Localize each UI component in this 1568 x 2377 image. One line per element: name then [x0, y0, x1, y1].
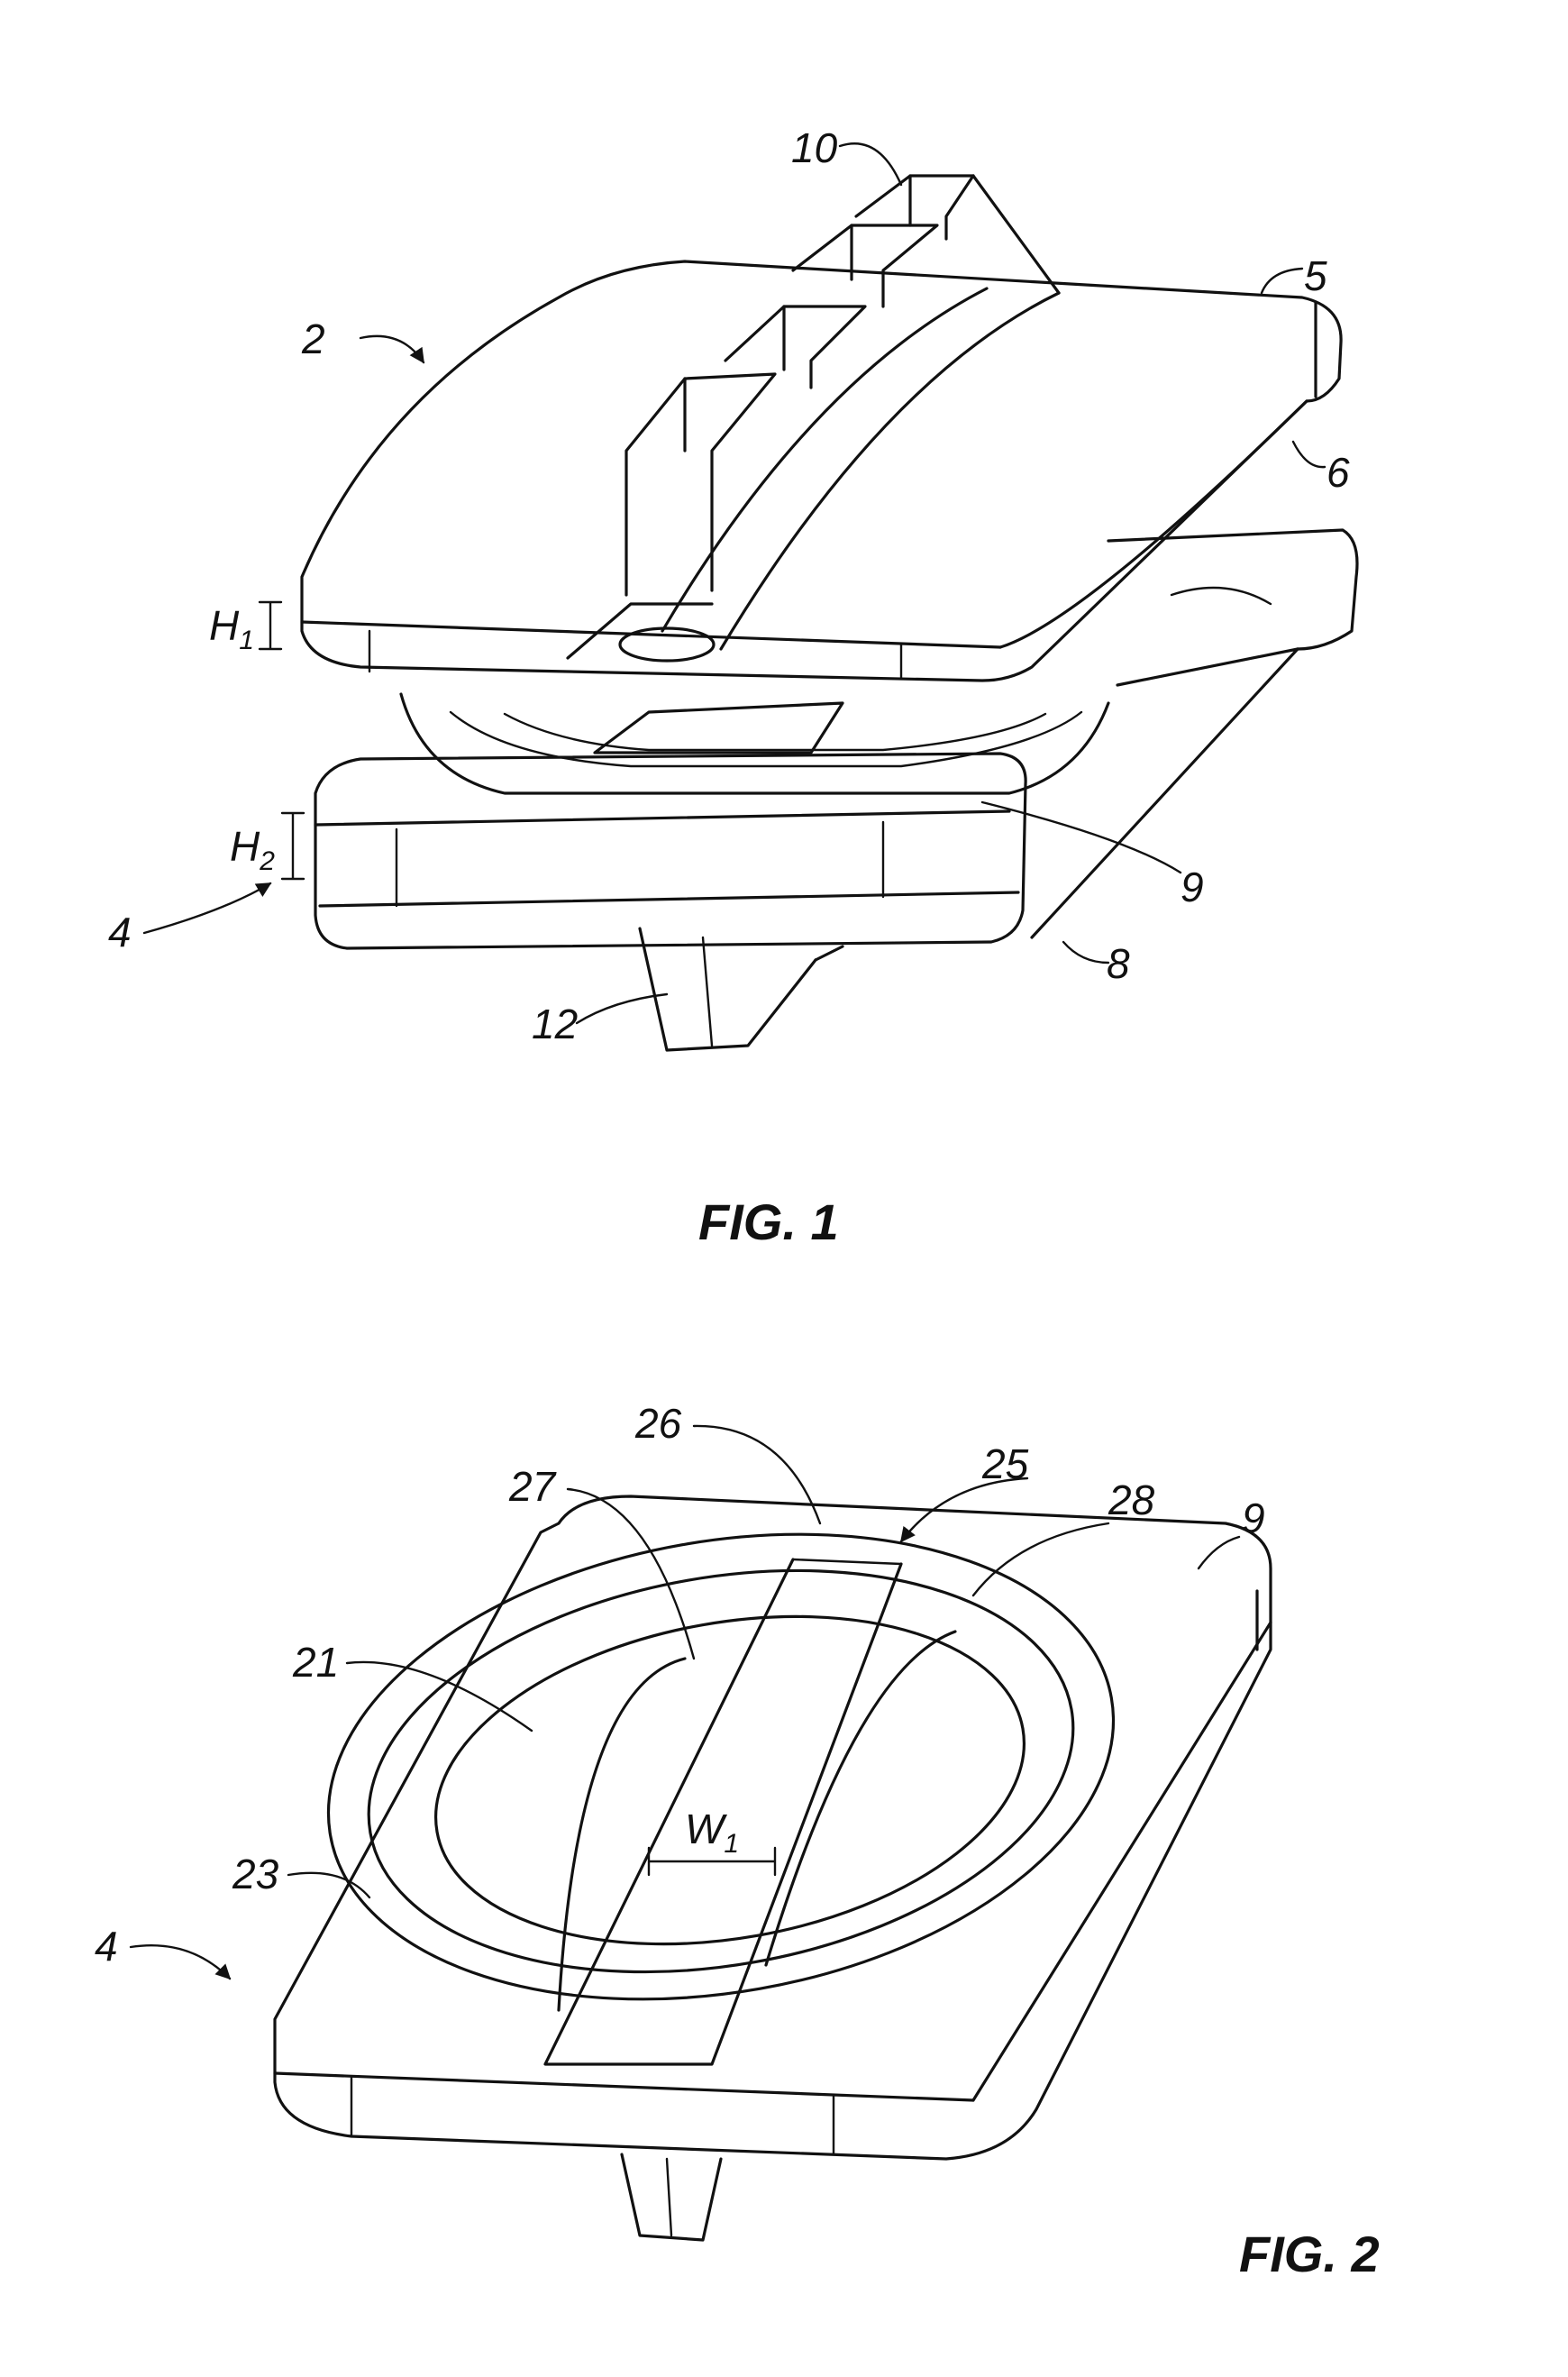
- fig1-caption: FIG. 1: [698, 1193, 839, 1250]
- leader-9-fig2: [1199, 1537, 1239, 1568]
- leader-6: [1293, 442, 1325, 467]
- ref-23-label: 23: [232, 1851, 279, 1897]
- leader-27: [568, 1489, 694, 1659]
- h2-dimension: [282, 813, 304, 879]
- figure-1: 10 2 5 6 9 8 12 4 H1 H2 FIG. 1: [108, 124, 1357, 1250]
- h1-dimension: [260, 602, 281, 649]
- ref-12-label: 12: [532, 1001, 578, 1047]
- ref-5-label: 5: [1304, 252, 1327, 299]
- ref-21-label: 21: [292, 1639, 339, 1686]
- leader-2: [360, 336, 424, 362]
- h1-main: H: [209, 602, 240, 649]
- ref-9-label-fig2: 9: [1242, 1495, 1265, 1541]
- w1-main: W: [685, 1806, 728, 1852]
- h2-main: H: [230, 823, 260, 870]
- ref-26-label: 26: [634, 1400, 682, 1447]
- leader-4-fig2: [131, 1945, 230, 1979]
- upper-endplate-drawing: [302, 176, 1341, 681]
- ref-27-label: 27: [508, 1463, 557, 1510]
- fig1-leaders: [144, 143, 1325, 1023]
- lower-endplate-top-view: [275, 1476, 1271, 2240]
- ref-8-label: 8: [1107, 940, 1130, 987]
- leader-5: [1262, 269, 1302, 293]
- leader-4-fig1: [144, 883, 270, 933]
- h2-label: H2: [230, 823, 275, 876]
- leader-8: [1063, 942, 1108, 963]
- leader-26: [694, 1426, 820, 1523]
- lower-keel-drawing: [640, 928, 843, 1050]
- ref-9-label: 9: [1181, 864, 1204, 910]
- h1-sub: 1: [239, 626, 254, 655]
- ref-6-label: 6: [1326, 449, 1350, 496]
- leader-9: [982, 802, 1181, 873]
- ref-2-label: 2: [301, 315, 325, 362]
- w1-label: W1: [685, 1806, 739, 1859]
- ref-25-label: 25: [981, 1440, 1029, 1487]
- fig2-leaders: [131, 1426, 1239, 1979]
- teeth-drawing: [626, 176, 1059, 595]
- leader-10: [840, 143, 901, 185]
- ref-28-label: 28: [1108, 1476, 1155, 1523]
- w1-sub: 1: [724, 1829, 739, 1859]
- ref-4-label-fig2: 4: [95, 1923, 118, 1970]
- leader-28: [973, 1523, 1108, 1595]
- fig2-caption: FIG. 2: [1239, 2226, 1380, 2282]
- h1-label: H1: [209, 602, 254, 655]
- ref-4-label-fig1: 4: [108, 909, 132, 955]
- leader-12: [577, 994, 667, 1023]
- ref-10-label: 10: [791, 124, 838, 171]
- h2-sub: 2: [259, 846, 275, 876]
- figure-2: 26 25 28 9 27 21 23 4 W1 FIG. 2: [95, 1400, 1380, 2282]
